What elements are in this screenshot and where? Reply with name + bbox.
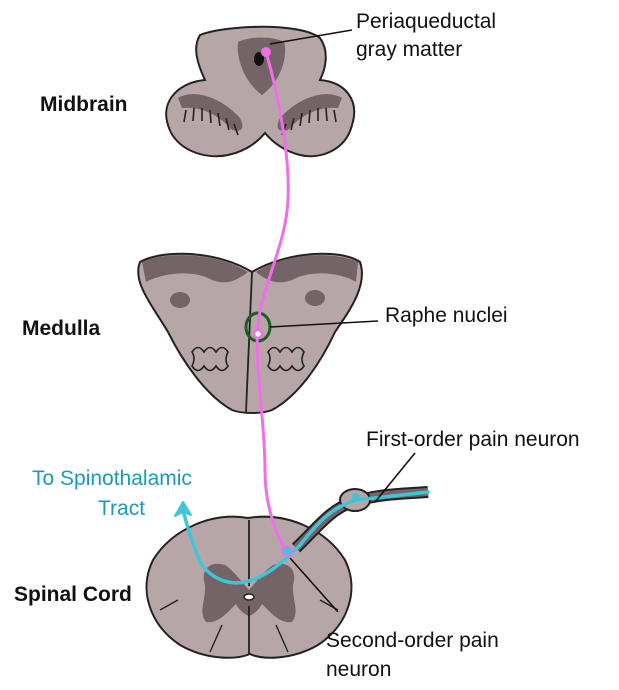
label-pag-line2: gray matter bbox=[356, 38, 462, 61]
medulla-section bbox=[138, 254, 362, 413]
label-second-order-line1: Second-order pain bbox=[326, 629, 499, 652]
second-order-synapse bbox=[282, 546, 292, 556]
label-raphe: Raphe nuclei bbox=[385, 304, 508, 327]
label-medulla: Medulla bbox=[22, 317, 100, 340]
label-spinothalamic-line1: To Spinothalamic bbox=[32, 467, 192, 490]
pag-neuron-cell bbox=[261, 47, 271, 57]
central-canal bbox=[244, 594, 254, 600]
label-midbrain: Midbrain bbox=[40, 93, 128, 116]
label-pag-line1: Periaqueductal bbox=[356, 10, 496, 33]
raphe-neuron-cell bbox=[254, 330, 262, 338]
medulla-nucleus-right bbox=[305, 290, 325, 306]
label-second-order-line2: neuron bbox=[326, 658, 391, 681]
first-order-cell-body bbox=[352, 493, 360, 501]
midbrain-section bbox=[166, 27, 354, 157]
label-spinal-cord: Spinal Cord bbox=[14, 583, 132, 606]
medulla-nucleus-left bbox=[170, 292, 190, 308]
label-first-order: First-order pain neuron bbox=[366, 428, 580, 451]
label-spinothalamic-line2: Tract bbox=[98, 497, 145, 520]
